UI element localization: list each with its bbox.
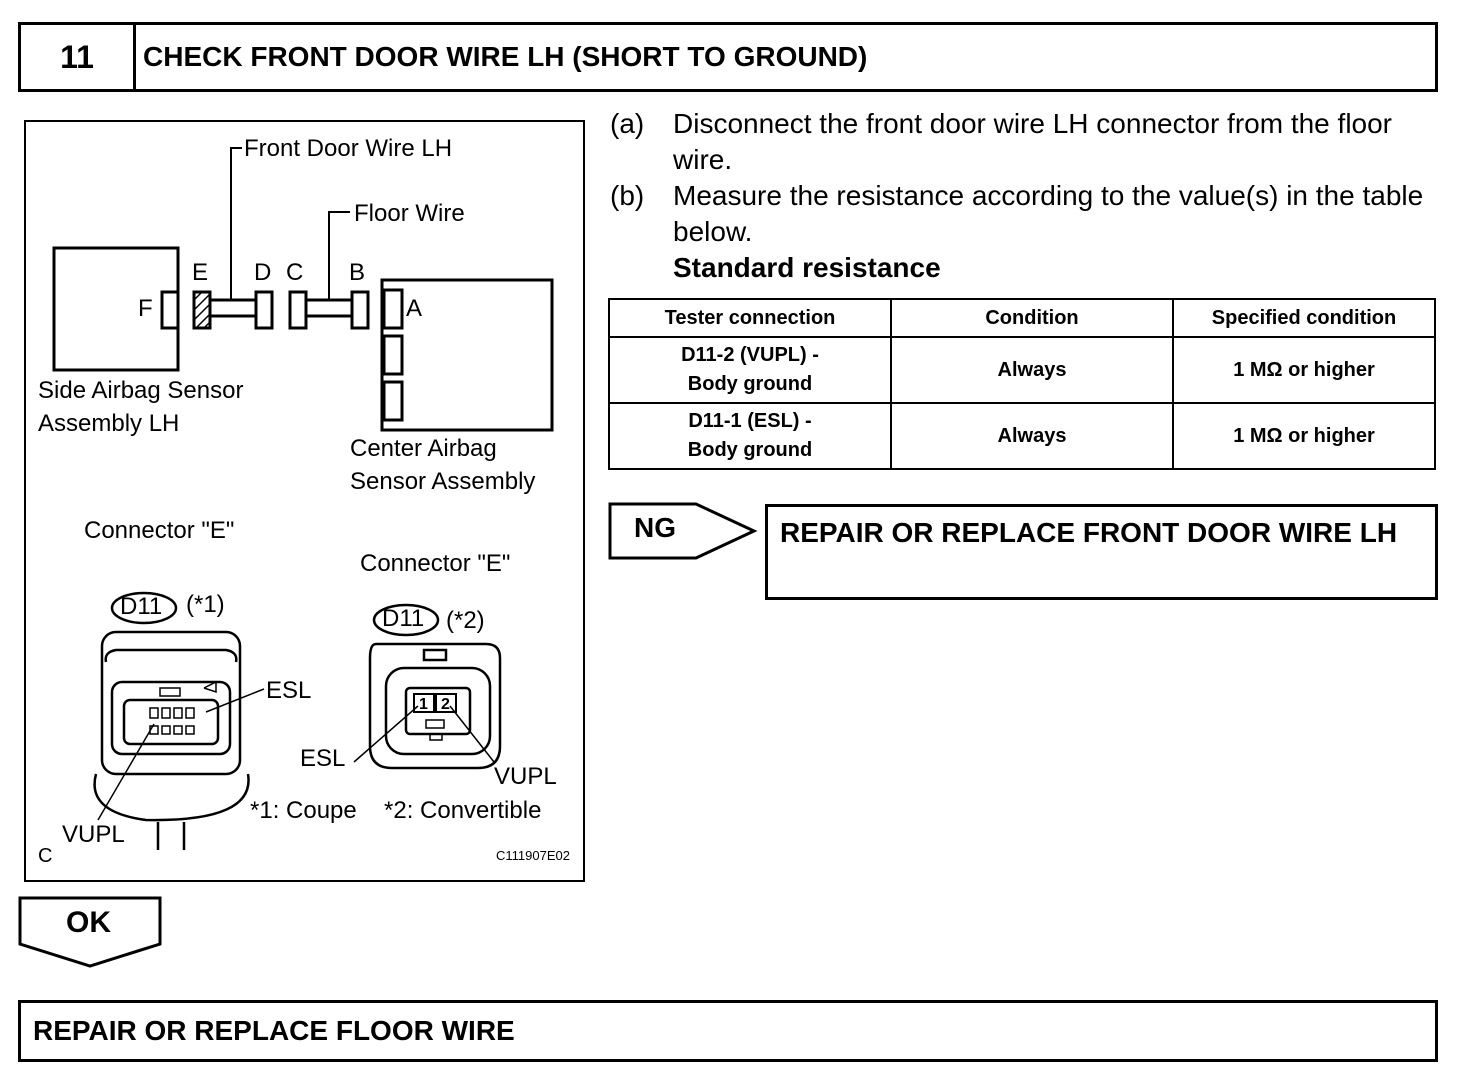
pin-1: 1	[419, 696, 428, 713]
d11-label-left: D11	[120, 593, 162, 620]
connector-b	[350, 290, 370, 330]
front-door-wire-label: Front Door Wire LH	[244, 135, 452, 162]
final-action-box: REPAIR OR REPLACE FLOOR WIRE	[18, 1000, 1438, 1062]
condition-cell: Always	[890, 336, 1174, 404]
letter-c: C	[286, 259, 303, 286]
wiring-diagram-svg: Front Door Wire LH Floor Wire E D C B F …	[38, 135, 570, 867]
vupl-label-left: VUPL	[62, 821, 125, 848]
note-coupe: *1: Coupe	[250, 797, 357, 824]
ok-label: OK	[66, 906, 111, 939]
instruction-b-label: (b)	[610, 180, 645, 211]
ng-label: NG	[634, 512, 676, 543]
ng-arrow-icon	[608, 502, 758, 560]
connector-c	[288, 290, 308, 330]
tester-connection-cell: D11-1 (ESL) - Body ground	[608, 402, 892, 470]
letter-b: B	[349, 259, 365, 286]
tester-connection-cell: D11-2 (VUPL) - Body ground	[608, 336, 892, 404]
note-convertible: *2: Convertible	[384, 797, 541, 824]
front-door-wire	[208, 298, 258, 318]
esl-label-left: ESL	[266, 677, 311, 704]
table-row: D11-2 (VUPL) - Body ground Always 1 MΩ o…	[608, 336, 1436, 404]
instruction-a-label: (a)	[610, 108, 645, 139]
step-title: CHECK FRONT DOOR WIRE LH (SHORT TO GROUN…	[143, 41, 868, 72]
tester-connection-line1: D11-1 (ESL) -	[688, 410, 812, 432]
letter-a: A	[406, 295, 422, 322]
side-airbag-label-1: Side Airbag Sensor	[38, 377, 243, 404]
floor-wire-label: Floor Wire	[354, 200, 465, 227]
connector-e-label-left: Connector "E"	[84, 517, 234, 544]
specified-condition-cell: 1 MΩ or higher	[1172, 402, 1436, 470]
connector-e-label-right: Connector "E"	[360, 550, 510, 577]
tester-connection-line2: Body ground	[687, 439, 813, 461]
convertible-tag: (*2)	[446, 607, 485, 634]
ng-action-box: REPAIR OR REPLACE FRONT DOOR WIRE LH	[765, 504, 1438, 600]
center-airbag-label-2: Sensor Assembly	[350, 468, 535, 495]
step-header: 11 CHECK FRONT DOOR WIRE LH (SHORT TO GR…	[18, 22, 1438, 92]
instruction-a-text: Disconnect the front door wire LH connec…	[673, 108, 1393, 175]
side-airbag-sensor-box	[52, 246, 180, 372]
wiring-illustration: Front Door Wire LH Floor Wire E D C B F …	[24, 120, 585, 882]
header-condition: Condition	[890, 298, 1174, 338]
d11-label-right: D11	[382, 605, 424, 632]
connector-f	[160, 290, 180, 330]
instruction-b-text: Measure the resistance according to the …	[673, 180, 1424, 247]
vupl-label-right: VUPL	[494, 763, 557, 790]
figure-code: C111907E02	[496, 848, 570, 863]
connector-d	[254, 290, 274, 330]
tester-connection-line2: Body ground	[687, 373, 813, 395]
corner-letter: C	[38, 845, 52, 867]
esl-label-right: ESL	[300, 745, 345, 772]
letter-f: F	[138, 295, 153, 322]
connector-d11-convertible	[353, 603, 502, 770]
step-number: 11	[21, 25, 136, 89]
resistance-table: Tester connection Condition Specified co…	[608, 298, 1436, 470]
letter-d: D	[254, 259, 271, 286]
ok-arrow-icon	[18, 896, 162, 968]
standard-resistance-heading: Standard resistance	[673, 252, 941, 283]
center-airbag-sensor-box	[380, 278, 554, 432]
coupe-tag: (*1)	[186, 591, 225, 618]
condition-cell: Always	[890, 402, 1174, 470]
specified-condition-cell: 1 MΩ or higher	[1172, 336, 1436, 404]
center-airbag-label-1: Center Airbag	[350, 435, 497, 462]
header-tester-connection: Tester connection	[608, 298, 892, 338]
pin-2: 2	[441, 696, 450, 713]
connector-d11-coupe	[93, 591, 265, 850]
floor-wire	[304, 298, 354, 318]
header-specified-condition: Specified condition	[1172, 298, 1436, 338]
table-row: D11-1 (ESL) - Body ground Always 1 MΩ or…	[608, 402, 1436, 470]
table-header-row: Tester connection Condition Specified co…	[608, 298, 1436, 338]
connector-a	[382, 288, 404, 330]
tester-connection-line1: D11-2 (VUPL) -	[681, 344, 819, 366]
letter-e: E	[192, 259, 208, 286]
side-airbag-label-2: Assembly LH	[38, 410, 179, 437]
